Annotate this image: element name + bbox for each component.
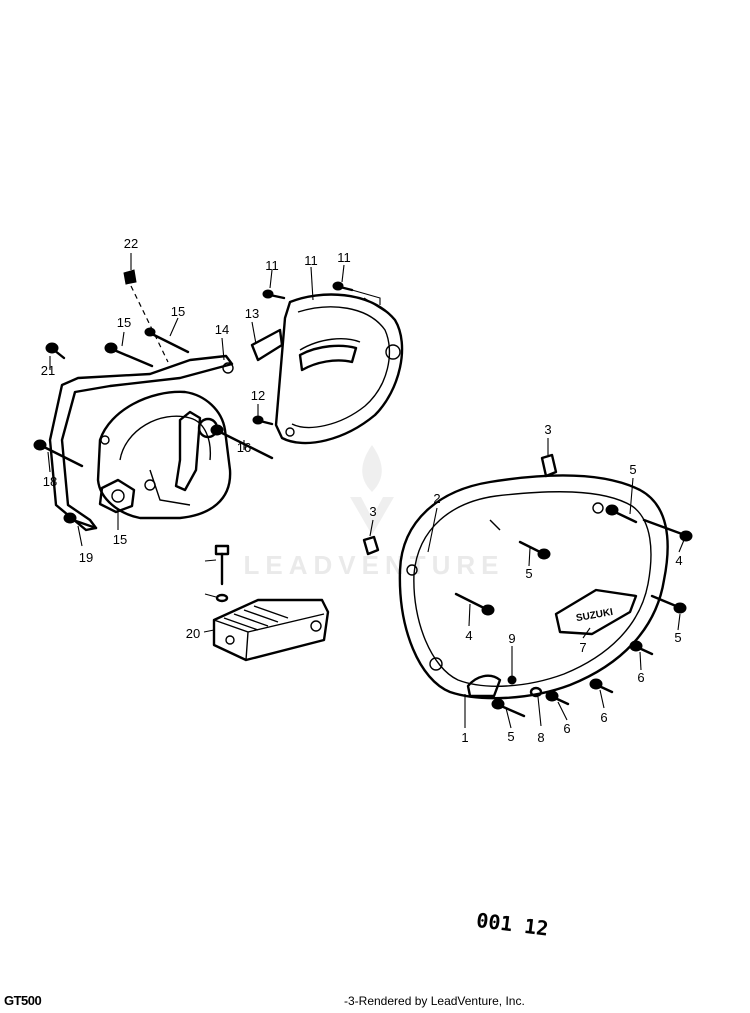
callout-20: 20 — [186, 626, 200, 641]
right-engine-cover-part-2 — [398, 474, 669, 700]
callout-9: 9 — [508, 631, 515, 646]
callout-5: 5 — [525, 566, 532, 581]
screw-part-5-b — [518, 540, 551, 560]
callout-19: 22 — [124, 236, 138, 251]
callout-5: 5 — [629, 462, 636, 477]
bolt-part-11-a — [262, 289, 286, 300]
bolt-part-21 — [214, 544, 230, 586]
screw-part-6-b — [589, 678, 614, 694]
washer-part-22 — [215, 593, 229, 603]
screw-part-4-a — [642, 518, 693, 542]
model-label: GT500 — [4, 993, 42, 1008]
callout-2: 2 — [433, 491, 440, 506]
watermark-brand-text: LEADVENTURE — [243, 550, 504, 580]
left-housing-assembly — [48, 354, 234, 532]
callout-4: 4 — [465, 628, 472, 643]
callout-3: 3 — [369, 504, 376, 519]
callout-11: 12 — [251, 388, 265, 403]
callout-16: 18 — [43, 474, 57, 489]
bolt-part-11-b — [332, 281, 354, 292]
bolt-part-16 — [33, 439, 84, 468]
bolt-part-18 — [45, 342, 66, 360]
dowel-part-3-b — [362, 535, 380, 556]
callout-17: 19 — [79, 550, 93, 565]
callout-5: 5 — [507, 729, 514, 744]
callout-8: 8 — [537, 730, 544, 745]
callout-6: 6 — [600, 710, 607, 725]
callout-7: 7 — [579, 640, 586, 655]
screw-part-4-b — [454, 592, 495, 616]
callout-15: 15 — [171, 304, 185, 319]
screw-part-6-a — [629, 640, 654, 656]
cover-badge-text: SUZUKI — [575, 607, 614, 624]
callout-10: 11 — [304, 253, 318, 268]
footer-credit: -3-Rendered by LeadVenture, Inc. — [344, 994, 525, 1008]
callout-18: 21 — [41, 363, 55, 378]
leadventure-watermark: LEADVENTURE — [243, 445, 504, 580]
callout-6: 6 — [637, 670, 644, 685]
plug-part-9 — [507, 675, 517, 685]
screw-part-5-c — [650, 594, 687, 614]
callout-4: 4 — [675, 553, 682, 568]
screw-part-6-c — [545, 690, 570, 706]
callout-6: 6 — [563, 721, 570, 736]
bolt-part-19 — [123, 269, 137, 285]
credit-text: Rendered by LeadVenture, Inc. — [358, 994, 525, 1008]
dowel-part-3-a — [540, 453, 558, 478]
regulator-part-20 — [212, 598, 330, 662]
callout-3: 3 — [544, 422, 551, 437]
leader-lines — [47, 253, 685, 729]
callout-11: 11 — [337, 250, 351, 265]
screw-part-5-a — [605, 504, 638, 524]
bolt-part-15-b — [144, 327, 190, 354]
bolt-part-15-a — [104, 342, 154, 368]
callout-12: 13 — [245, 306, 259, 321]
bolt-part-15-c — [210, 424, 274, 460]
callout-15: 16 — [237, 440, 251, 455]
bolt-part-11-c — [252, 415, 274, 426]
callout-14: 15 — [113, 532, 127, 547]
generator-cover-part-10 — [274, 293, 404, 445]
screw-part-5-d — [491, 698, 526, 718]
callout-11: 11 — [265, 258, 279, 273]
callout-13: 14 — [215, 322, 229, 337]
callout-labels: 22 11 11 11 12 13 14 15 15 16 21 18 19 1… — [41, 236, 683, 745]
washer-part-8 — [529, 686, 543, 698]
page-number: -3- — [344, 994, 359, 1008]
bolt-part-17 — [63, 512, 98, 530]
callout-1: 1 — [461, 730, 468, 745]
callout-15: 15 — [117, 315, 131, 330]
plate-part-12 — [250, 328, 284, 362]
callout-5: 5 — [674, 630, 681, 645]
